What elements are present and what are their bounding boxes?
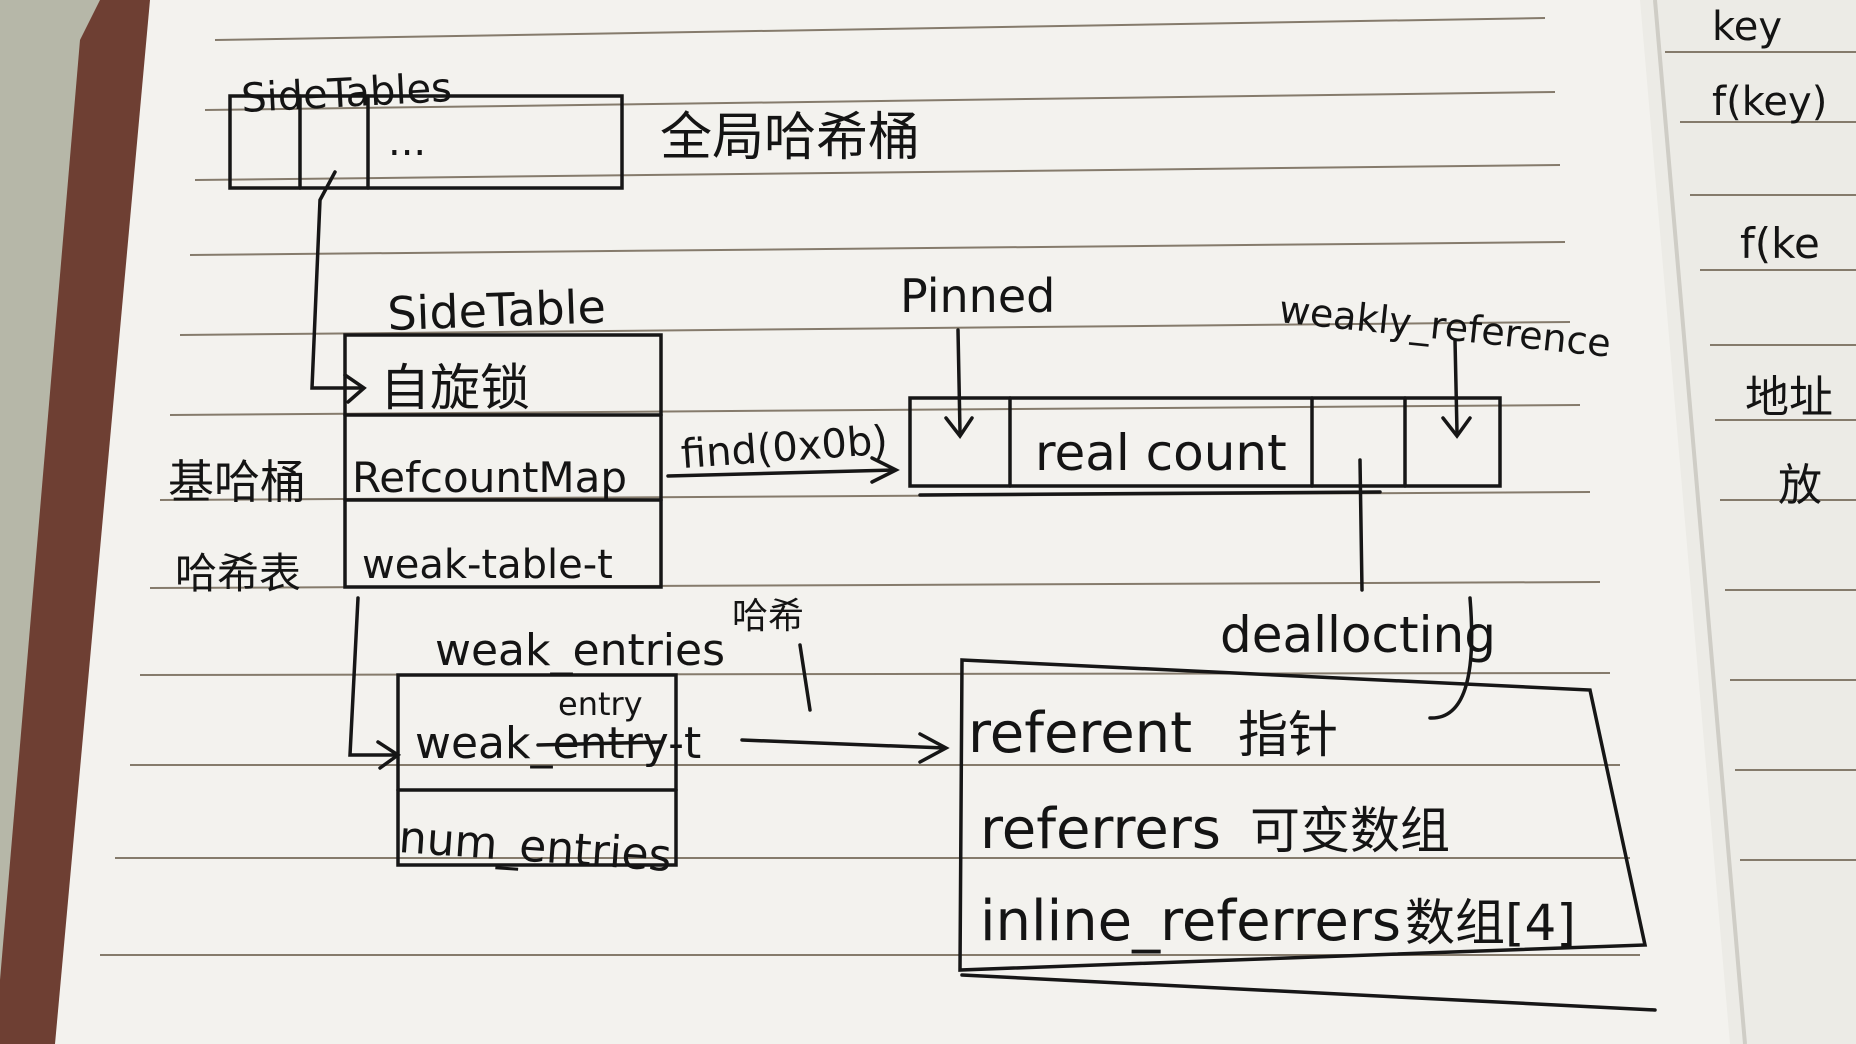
- weak-entries-label: weak_entries: [435, 625, 725, 676]
- refcount-record-box: [908, 396, 1502, 488]
- ellipsis-label: ...: [388, 119, 426, 165]
- sidetable-label: SideTable: [386, 279, 606, 341]
- find-arrow: [666, 468, 897, 478]
- right-page-text-2: f(key): [1712, 79, 1827, 125]
- left-note-1: 基哈桶: [168, 455, 306, 509]
- left-note-2: 哈希表: [175, 549, 301, 598]
- hash-note-label: 哈希: [732, 596, 804, 637]
- weak-entry-t-label: weak_entry-t: [415, 718, 701, 769]
- page-fold: [1653, 0, 1747, 1044]
- inline-referrers-label: inline_referrers: [980, 889, 1401, 954]
- real-count-label: real count: [1035, 424, 1287, 482]
- pinned-label: Pinned: [900, 269, 1055, 323]
- entry-correction-label: entry: [558, 685, 643, 723]
- weak-table-label: weak-table-t: [362, 542, 613, 588]
- sidetables-label: SideTables: [240, 65, 453, 122]
- handwritten-text: SideTables ... 全局哈希桶 SideTable 自旋锁 Refco…: [168, 4, 1833, 954]
- ink-drawing: [228, 94, 1657, 1012]
- notebook-page: [55, 0, 1740, 1044]
- inline-note: 数组[4]: [1405, 894, 1576, 952]
- pinned-arrow: [956, 328, 962, 434]
- weak-entries-box: [396, 673, 678, 867]
- sidetable-box: [343, 333, 663, 589]
- refcountmap-label: RefcountMap: [352, 453, 627, 502]
- weak-entry-struct-box: [958, 658, 1648, 972]
- sidetables-array-box: [228, 94, 624, 190]
- weak-entries-arrow: [348, 596, 397, 757]
- referent-note: 指针: [1238, 706, 1338, 764]
- weakly-reference-arrow: [1453, 338, 1459, 434]
- referrers-note: 可变数组: [1250, 802, 1450, 860]
- sidetables-to-sidetable-arrow: [310, 170, 364, 390]
- deallocating-line: [1358, 458, 1364, 592]
- global-hash-bucket-label: 全局哈希桶: [660, 108, 920, 168]
- right-page-text-4: 地址: [1745, 372, 1833, 423]
- notebook-next-page: [1640, 0, 1856, 1044]
- weak-entry-t-arrow: [740, 738, 947, 750]
- spinlock-label: 自旋锁: [380, 359, 530, 417]
- right-page-text-3: f(ke: [1740, 219, 1820, 268]
- referent-label: referent: [968, 701, 1192, 766]
- right-page-text-5: 放: [1778, 460, 1822, 511]
- referrers-label: referrers: [980, 797, 1221, 862]
- deallocating-label: deallocting: [1220, 606, 1496, 664]
- right-page-text-1: key: [1712, 4, 1782, 50]
